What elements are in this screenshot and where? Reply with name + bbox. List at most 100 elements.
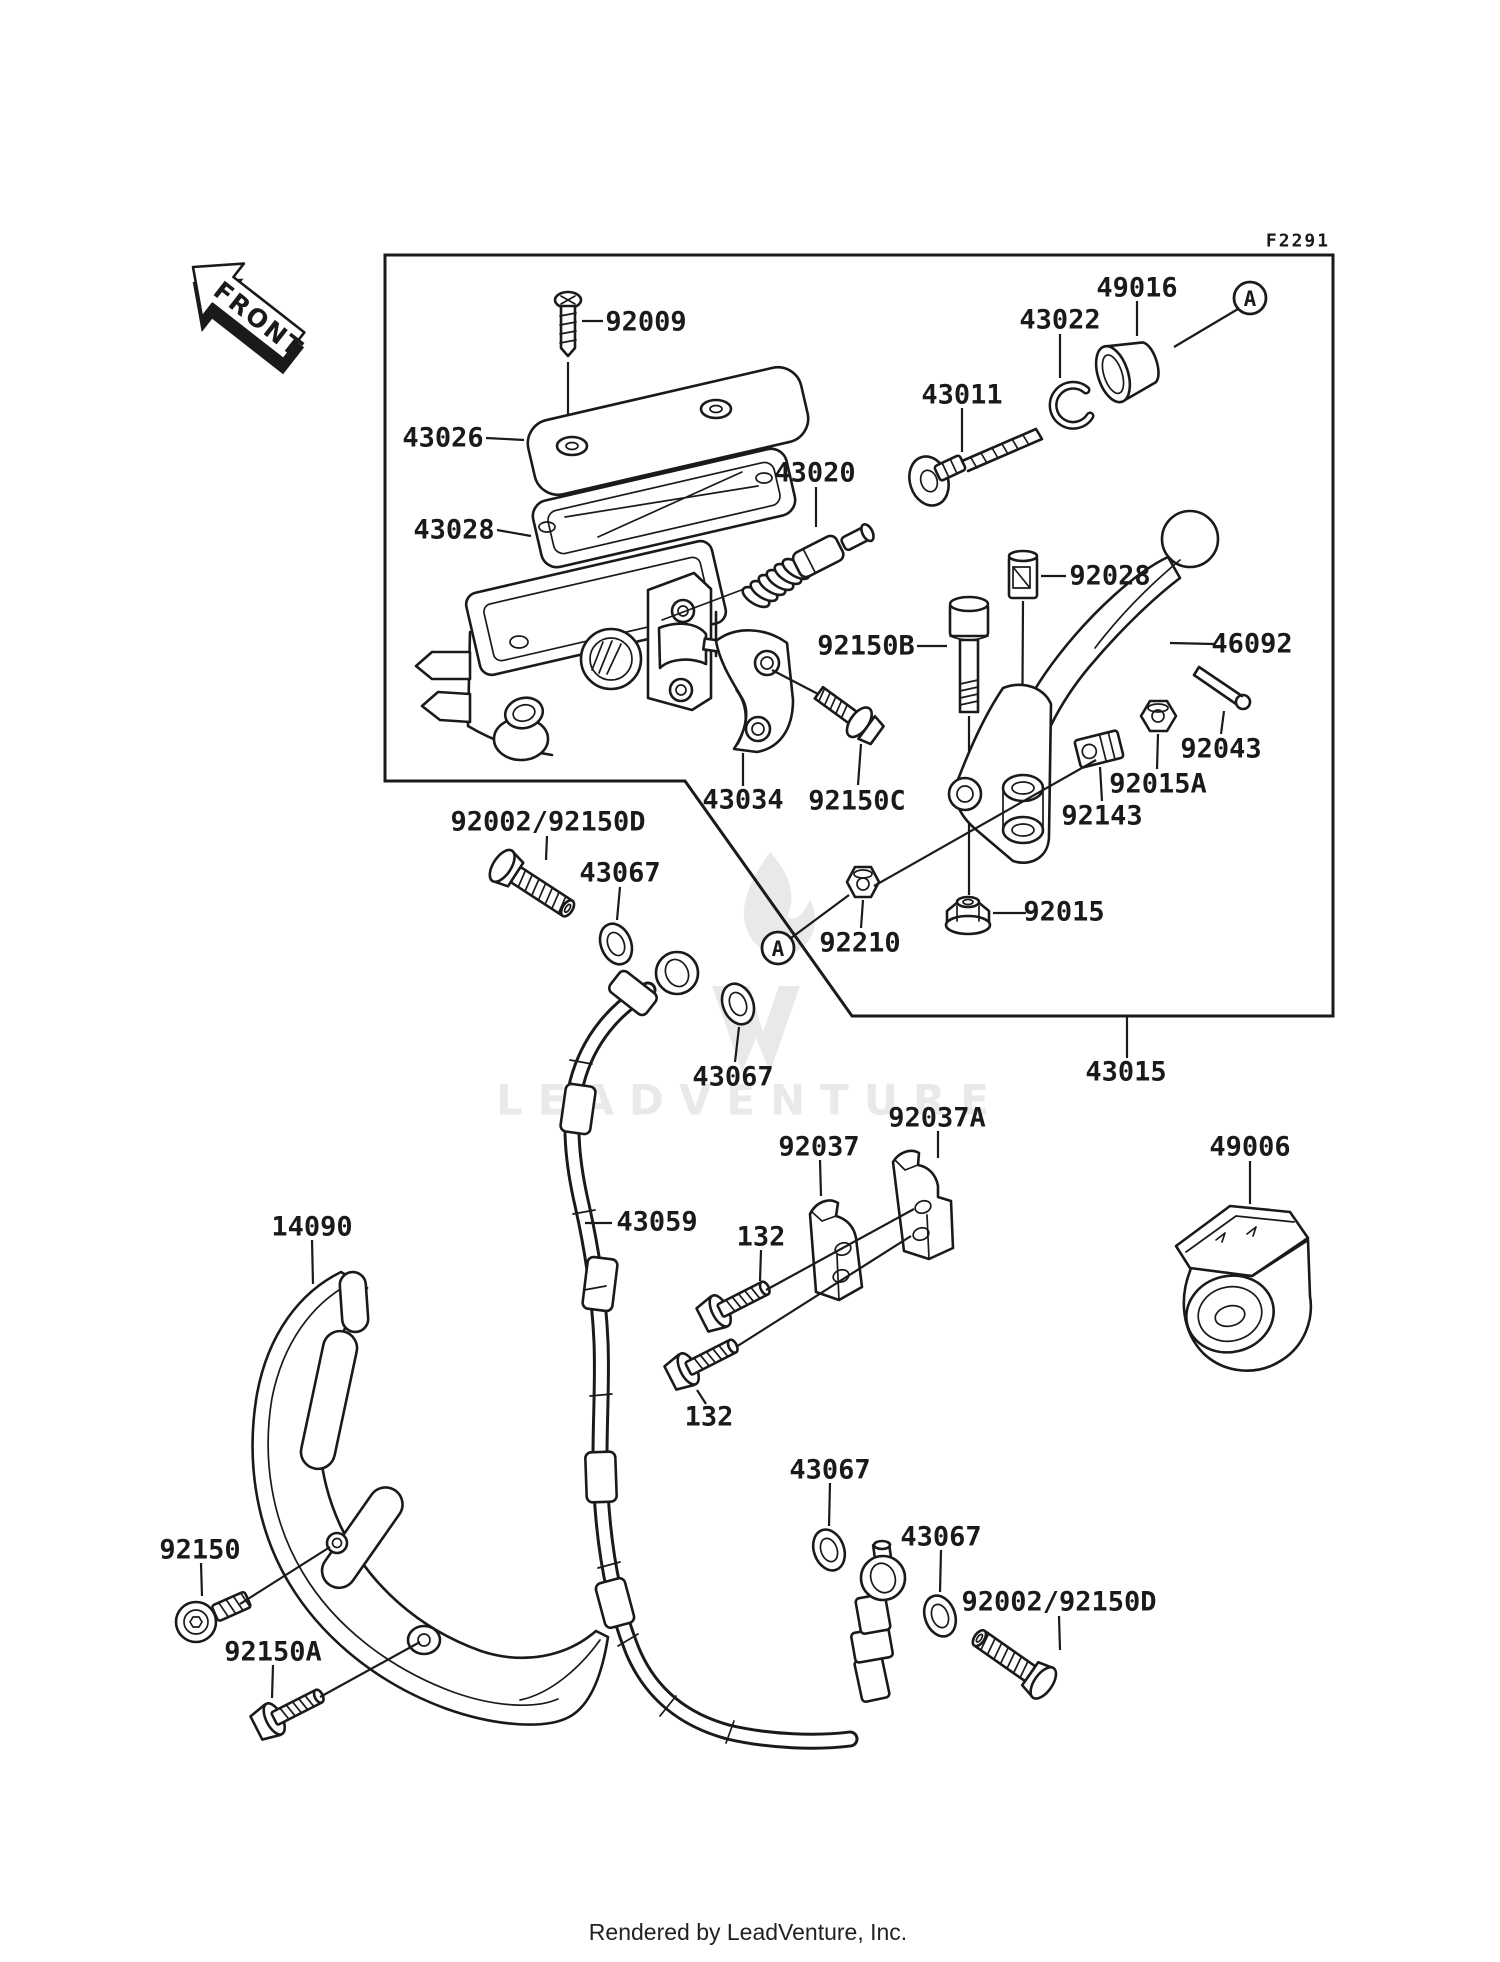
leader-92043	[1219, 710, 1226, 735]
part-label-92009-0: 92009	[605, 307, 686, 338]
leader-46092	[1169, 641, 1215, 646]
part-boot-49016	[1094, 301, 1239, 404]
part-label-46092-9: 46092	[1211, 629, 1292, 660]
part-master-cylinder-body	[414, 539, 745, 762]
leader-92143	[1098, 766, 1104, 802]
front-arrow-body	[191, 262, 306, 361]
part-label-43067-28: 43067	[789, 1455, 870, 1486]
leader-92002-92150D-lower	[1057, 1615, 1062, 1651]
leader-43026	[485, 436, 525, 442]
leader-92150A-to-guard	[319, 1641, 421, 1698]
front-arrow: FRONT	[191, 262, 309, 375]
part-washer-43067-2	[720, 982, 756, 1063]
ref-marker-circle-0	[1232, 280, 1268, 316]
part-label-43028-2: 43028	[413, 515, 494, 546]
part-diaphragm-43028	[496, 447, 797, 569]
leader-43067-1	[615, 886, 622, 921]
assembly-outline-box	[383, 253, 1335, 1018]
leader-132-lower	[696, 1389, 707, 1405]
leader-43028	[496, 528, 532, 538]
part-hose-lower-end	[850, 1539, 907, 1704]
part-holder-43034	[714, 629, 819, 786]
part-bracket-92037	[808, 1159, 864, 1302]
part-piston-set-43020	[741, 487, 875, 609]
leader-92150-to-guard	[239, 1546, 331, 1605]
part-label-92037A-22: 92037A	[888, 1103, 986, 1134]
part-screw-92009	[553, 290, 603, 438]
part-label-43034-13: 43034	[702, 785, 783, 816]
part-label-43067-29: 43067	[900, 1522, 981, 1553]
part-label-43011-4: 43011	[921, 380, 1002, 411]
ref-markers-layer: AA	[760, 280, 1268, 966]
part-adjuster-92143	[1073, 729, 1125, 802]
part-label-43059-24: 43059	[616, 1207, 697, 1238]
assembly-axis-line	[661, 588, 745, 621]
part-label-43067-19: 43067	[579, 858, 660, 889]
leader-43067-3	[827, 1482, 832, 1527]
leader-92037	[818, 1159, 823, 1197]
part-label-49016-6: 49016	[1096, 273, 1177, 304]
part-label-132-25: 132	[737, 1222, 786, 1253]
part-label-92150C-14: 92150C	[808, 786, 906, 817]
ref-marker-circle-1	[760, 930, 796, 966]
part-bolt-132-upper	[693, 1208, 915, 1337]
leader-92210-to-lever	[873, 759, 1097, 887]
part-label-43026-1: 43026	[402, 423, 483, 454]
part-label-92002-92150D-30: 92002/92150D	[961, 1587, 1156, 1618]
part-nut-92210	[790, 759, 1097, 939]
part-clip-43022	[1048, 334, 1095, 430]
watermark-flame-icon	[743, 852, 815, 956]
part-label-43022-5: 43022	[1019, 305, 1100, 336]
part-label-92028-7: 92028	[1069, 561, 1150, 592]
part-bolt-92150A	[247, 1641, 421, 1745]
leader-132-upper	[758, 1249, 763, 1282]
leader-14090	[310, 1239, 315, 1285]
part-flanged-nut-92015	[944, 895, 1026, 936]
ref-marker-letter-1: A	[772, 937, 785, 961]
part-label-92143-12: 92143	[1061, 801, 1142, 832]
part-label-132-27: 132	[685, 1402, 734, 1433]
part-disc-guard-14090	[251, 1239, 610, 1726]
part-label-92015A-11: 92015A	[1109, 769, 1207, 800]
part-label-14090-26: 14090	[271, 1212, 352, 1243]
part-banjo-bolt-lower-92002-92150D	[963, 1615, 1063, 1705]
ref-marker-letter-0: A	[1244, 287, 1257, 311]
part-label-92150A-32: 92150A	[224, 1637, 322, 1668]
part-washer-43067-1	[598, 886, 634, 966]
part-bolt-92150	[174, 1546, 331, 1644]
part-bolt-92150C	[813, 685, 885, 786]
leader-92210	[859, 899, 865, 929]
figure-code: F2291	[1266, 231, 1330, 252]
leader-132-lower-to-bracket	[735, 1235, 912, 1348]
part-label-92043-10: 92043	[1180, 734, 1261, 765]
part-holder-49006	[1174, 1161, 1313, 1372]
part-label-92210-16: 92210	[819, 928, 900, 959]
part-label-43020-3: 43020	[774, 458, 855, 489]
part-cotter-pin-92043	[1192, 665, 1252, 735]
part-label-43015-17: 43015	[1085, 1057, 1166, 1088]
part-banjo-bolt-upper-92002-92150D	[483, 835, 583, 928]
footer-credit: Rendered by LeadVenture, Inc.	[589, 1919, 907, 1945]
part-bolt-132-lower	[661, 1235, 912, 1405]
leader-92150	[199, 1562, 204, 1597]
part-washer-43067-4	[922, 1549, 958, 1638]
leader-92150A	[270, 1664, 275, 1699]
part-washer-43067-3	[811, 1482, 847, 1572]
part-label-49006-21: 49006	[1209, 1132, 1290, 1163]
leader-ref-a-bottom	[790, 894, 850, 939]
part-label-92002-92150D-18: 92002/92150D	[450, 807, 645, 838]
part-nut-92015A	[1139, 699, 1178, 770]
part-reservoir-cap-43026	[485, 365, 810, 497]
part-bracket-92037A	[891, 1131, 955, 1261]
leader-43067-2	[733, 1026, 741, 1063]
leader-ref-a-top	[1173, 308, 1239, 348]
part-push-rod-43011	[908, 408, 1044, 507]
leader-92002-92150D-upper	[544, 835, 549, 861]
part-brake-hose-43059	[559, 950, 859, 1750]
part-label-92037-23: 92037	[778, 1132, 859, 1163]
part-label-92015-15: 92015	[1023, 897, 1104, 928]
leader-43034-to-bolt	[771, 669, 819, 695]
